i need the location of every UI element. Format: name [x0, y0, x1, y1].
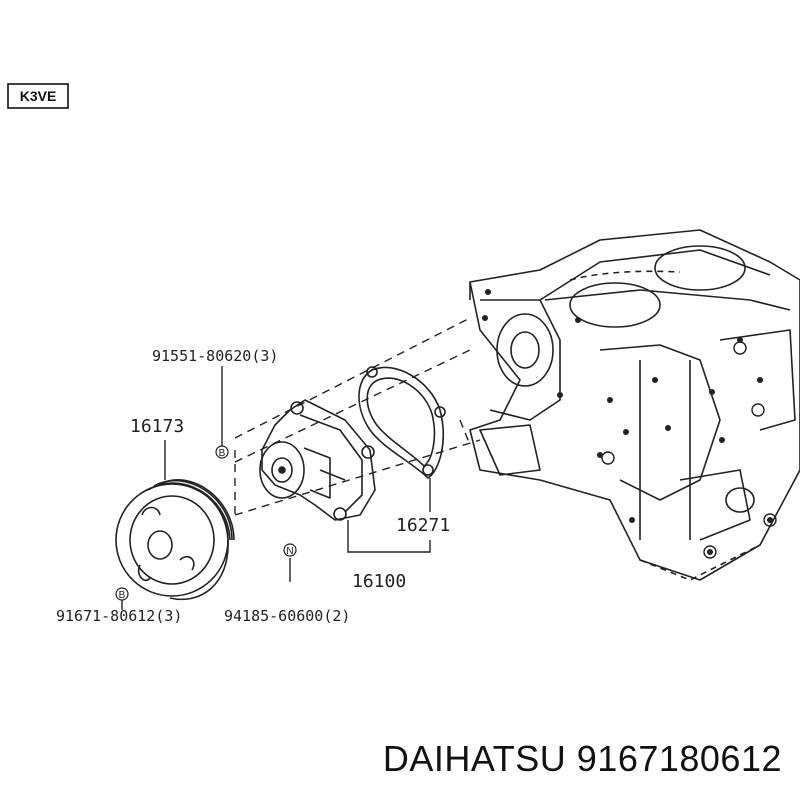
pulley-center: [147, 530, 173, 560]
marker-nut: N: [283, 543, 297, 557]
marker-nut-label: N: [286, 546, 293, 557]
part-number: 9167180612: [576, 738, 782, 779]
cylinder-bore-2: [654, 245, 746, 291]
leader-lines: [121, 366, 431, 610]
engine-block: [469, 229, 800, 581]
crank-pulley: [115, 479, 235, 601]
water-pump: [259, 399, 376, 521]
marker-bolt-pulley: B: [115, 587, 129, 601]
callout-pump-assy: 16100: [352, 571, 406, 592]
cylinder-bore-1: [569, 282, 661, 328]
brand-name: DAIHATSU: [382, 738, 567, 779]
callout-bolt-pulley: 91671-80612(3): [56, 607, 182, 625]
gasket: [358, 366, 446, 480]
engine-code-tag: K3VE: [7, 83, 69, 109]
callout-nut: 94185-60600(2): [224, 607, 350, 625]
footer-part-info: DAIHATSU 9167180612: [0, 738, 782, 780]
marker-bolt-pump: B: [215, 445, 229, 459]
marker-bolt-pulley-label: B: [119, 590, 126, 601]
engine-code-label: K3VE: [20, 88, 57, 104]
marker-bolt-pump-label: B: [219, 448, 226, 459]
pump-hub: [259, 441, 305, 499]
callout-bolt-pump: 91551-80620(3): [152, 347, 278, 365]
callout-gasket: 16271: [396, 515, 450, 536]
callout-pulley: 16173: [130, 416, 184, 437]
